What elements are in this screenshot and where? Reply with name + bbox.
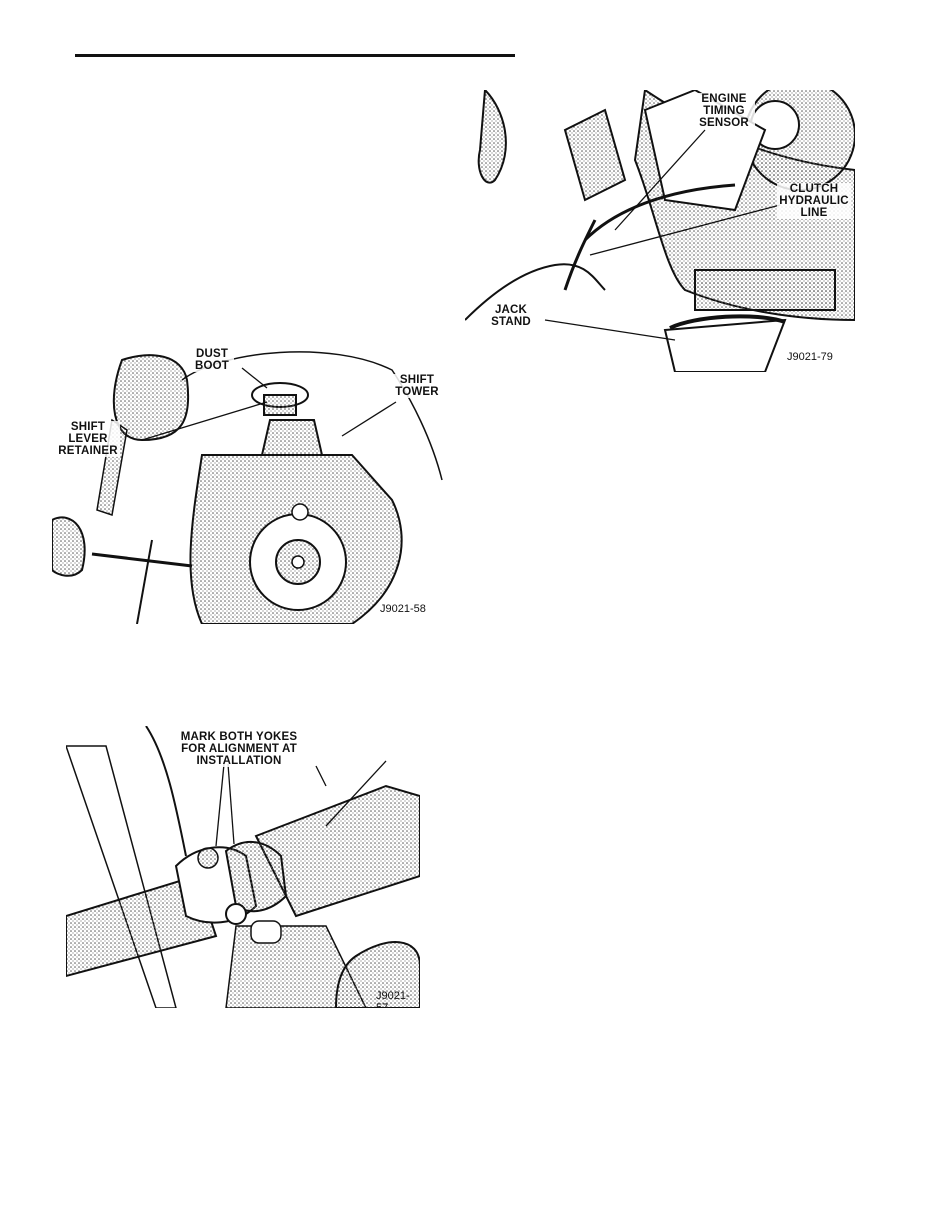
label-engine-timing-sensor: ENGINE TIMING SENSOR <box>693 93 755 129</box>
label-jack-stand: JACK STAND <box>487 304 535 328</box>
label-shift-lever-retainer: SHIFT LEVER RETAINER <box>56 421 120 457</box>
illustration-shift-tower <box>52 340 445 624</box>
label-dust-boot: DUST BOOT <box>190 348 234 372</box>
figure-timing-sensor: ENGINE TIMING SENSOR CLUTCH HYDRAULIC LI… <box>465 90 855 372</box>
figure-yokes: MARK BOTH YOKES FOR ALIGNMENT AT INSTALL… <box>66 726 420 1008</box>
illustration-transmission-support <box>465 90 855 372</box>
figure-code: J9021-79 <box>787 351 833 363</box>
figure-shift-tower: DUST BOOT SHIFT TOWER SHIFT LEVER RETAIN… <box>52 340 445 624</box>
header-rule <box>75 54 515 57</box>
label-mark-both-yokes: MARK BOTH YOKES FOR ALIGNMENT AT INSTALL… <box>174 731 304 767</box>
illustration-driveshaft-yokes <box>66 726 420 1008</box>
figure-code: J9021-58 <box>380 603 426 615</box>
figure-code: J9021-57 <box>376 990 410 1008</box>
label-clutch-hydraulic-line: CLUTCH HYDRAULIC LINE <box>777 183 851 219</box>
label-shift-tower: SHIFT TOWER <box>392 374 442 398</box>
